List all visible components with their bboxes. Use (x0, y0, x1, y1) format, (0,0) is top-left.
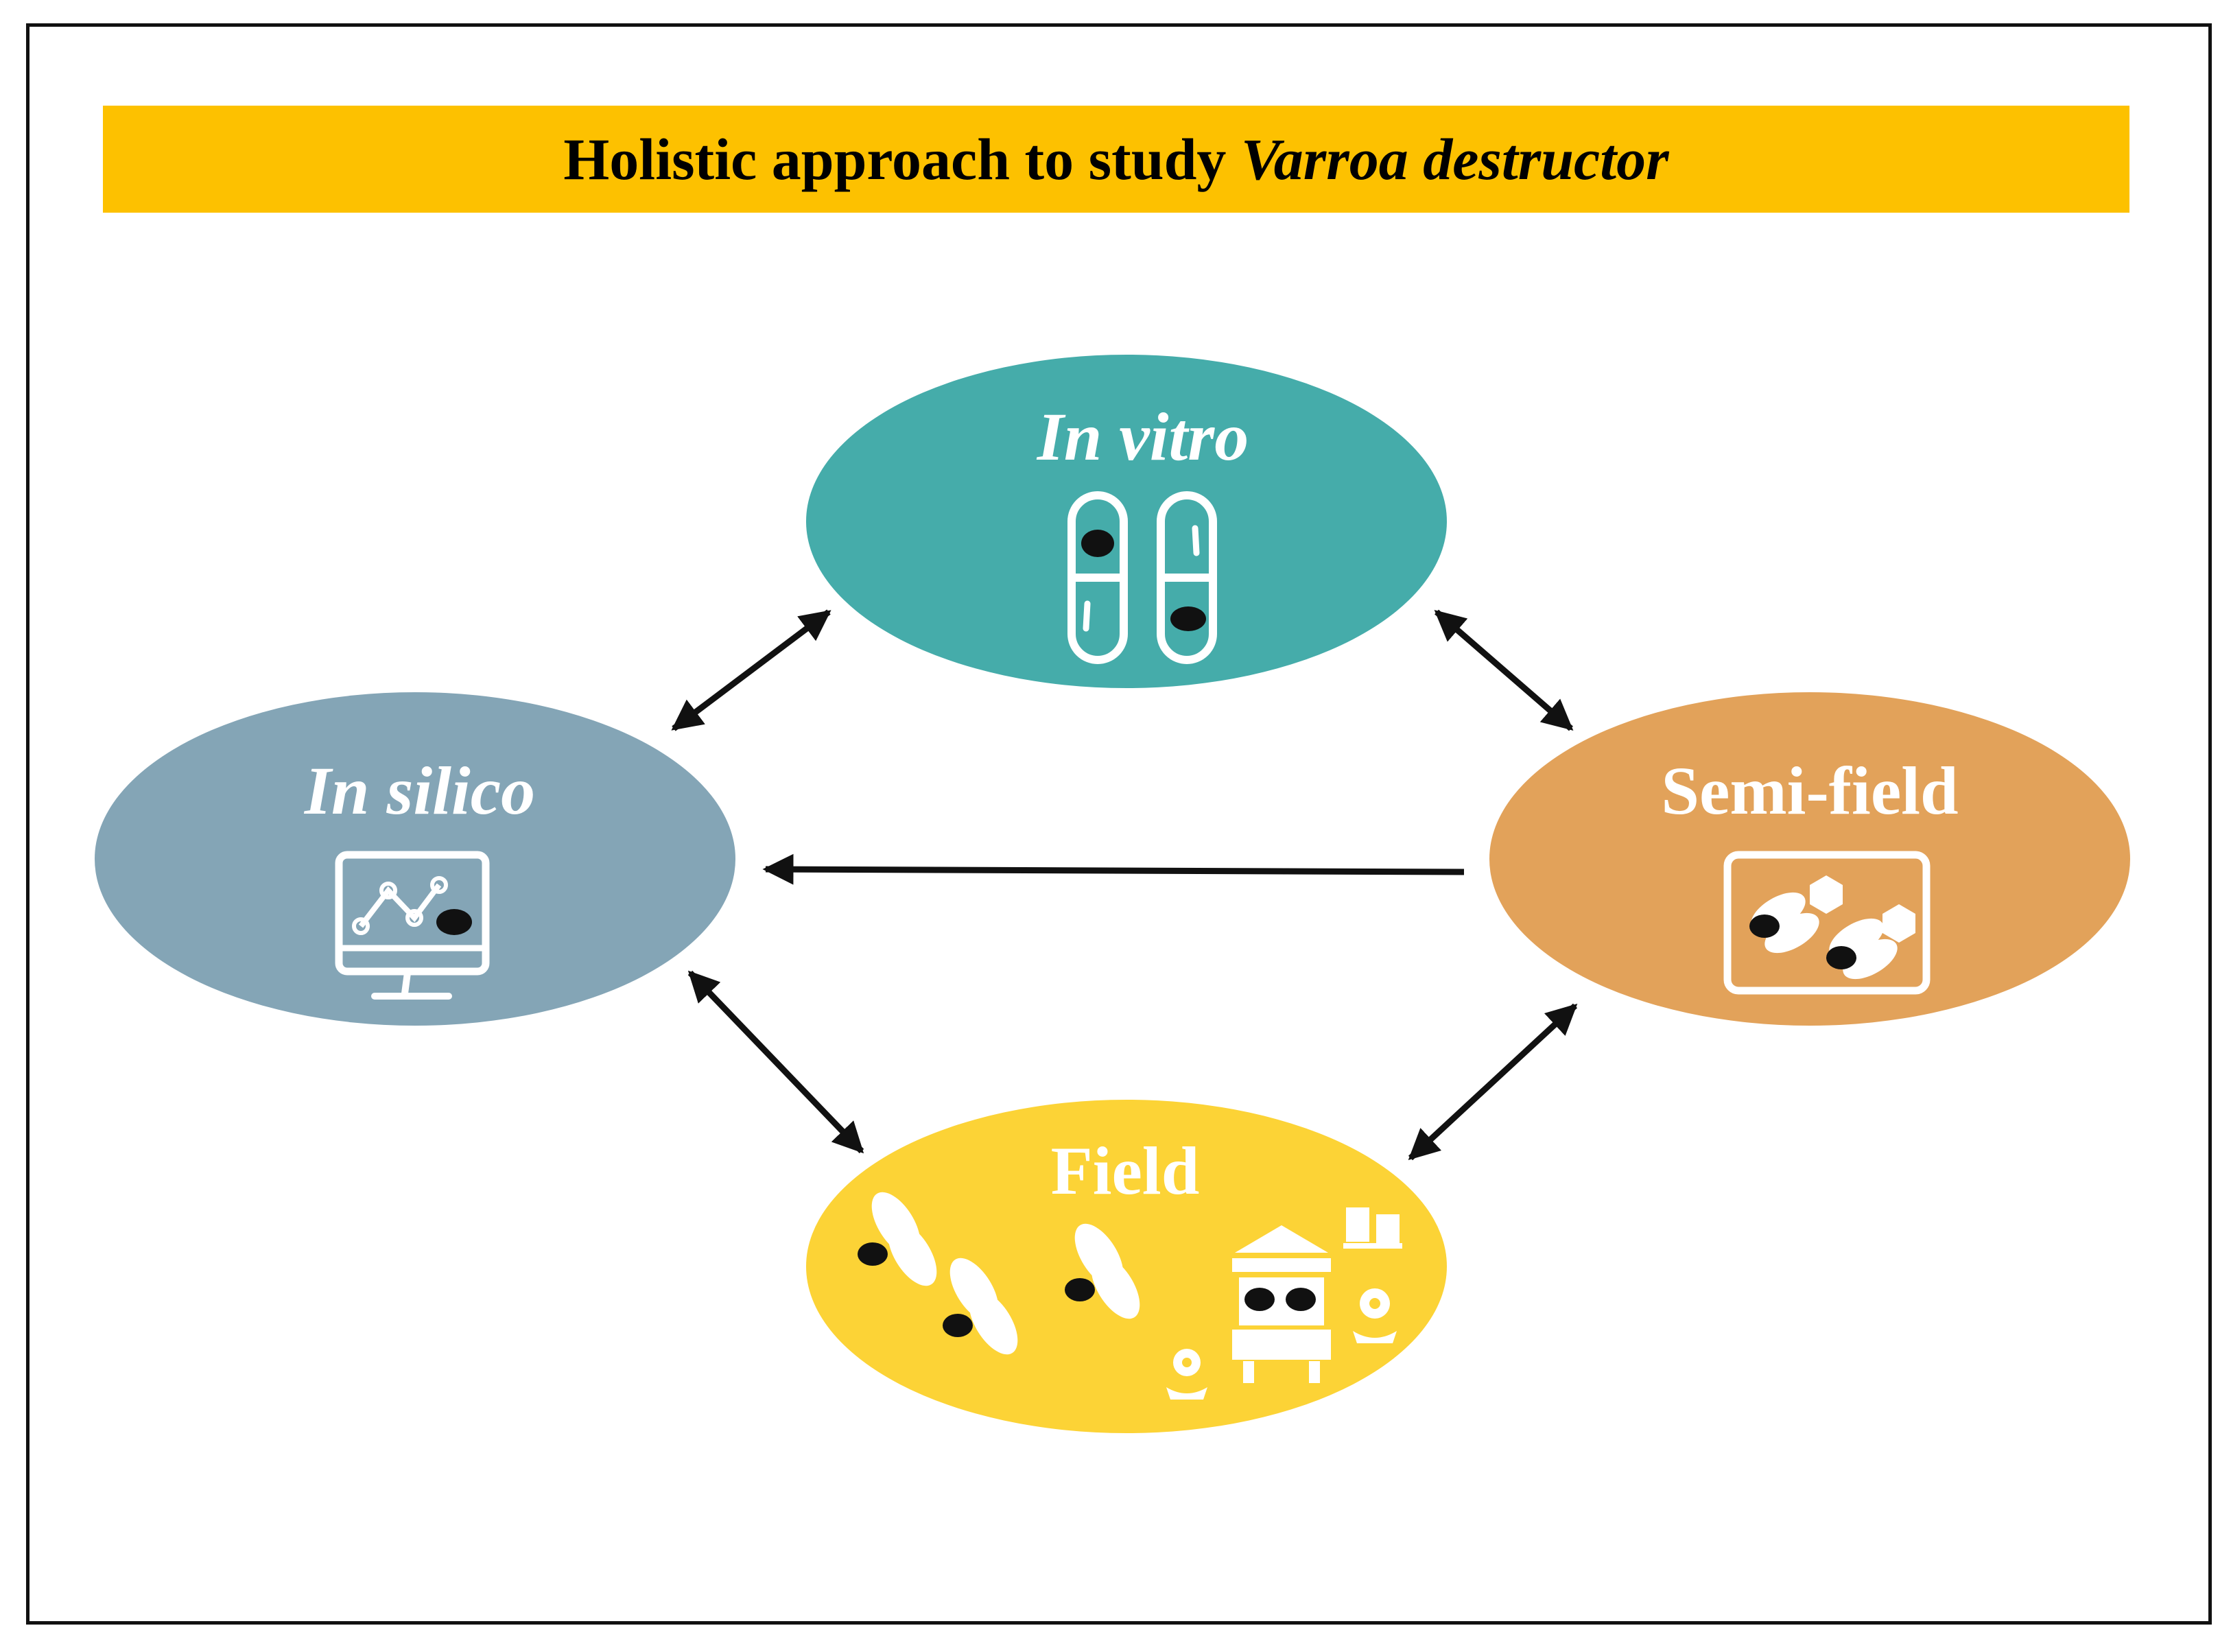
arrow-semifield-insilico (762, 853, 1465, 885)
arrows (671, 609, 1578, 1161)
title-prefix: Holistic approach to study (563, 126, 1241, 192)
mite-icon (1081, 530, 1114, 557)
arrow-invitro-semifield (1434, 609, 1574, 731)
flower-icon (1353, 1288, 1397, 1343)
test-tubes-with-mites-icon (1067, 491, 1217, 664)
beehive-icon (1232, 1225, 1331, 1383)
bee-icon (1065, 1223, 1140, 1319)
mite-icon (1170, 606, 1206, 631)
node-in-silico: In silico (95, 692, 735, 1026)
bees-beehive-flowers-icon (858, 1192, 1402, 1400)
node-field: Field (806, 1100, 1447, 1433)
flower-icon (1166, 1349, 1207, 1400)
arrow-insilico-field (687, 970, 864, 1154)
mite-icon (858, 1242, 888, 1266)
title-species: Varroa destructor (1240, 126, 1669, 192)
title-banner: Holistic approach to study Varroa destru… (103, 106, 2129, 213)
mite-icon (1826, 946, 1856, 969)
node-in-vitro: In vitro (806, 355, 1447, 688)
ellipse-semi-field (1489, 692, 2130, 1026)
arrow-insilico-invitro (671, 609, 831, 731)
bee-icon (943, 1258, 1018, 1355)
label-in-silico: In silico (304, 753, 535, 829)
mite-icon (1286, 1288, 1316, 1311)
arrow-field-semifield (1408, 1003, 1578, 1161)
caged-bees-with-mites-icon (1723, 851, 1931, 995)
small-beehives-icon (1343, 1207, 1402, 1249)
mite-icon (943, 1314, 973, 1337)
mite-icon (1065, 1278, 1095, 1301)
label-field: Field (1051, 1133, 1200, 1209)
label-semi-field: Semi-field (1661, 753, 1958, 829)
mite-icon (1749, 914, 1780, 938)
mite-icon (1244, 1288, 1275, 1311)
figure-title: Holistic approach to study Varroa destru… (563, 125, 1668, 193)
label-in-vitro: In vitro (1037, 399, 1249, 475)
bee-icon (858, 1192, 937, 1286)
mite-icon (436, 909, 472, 935)
ellipse-in-silico (95, 692, 735, 1026)
computer-chart-mite-icon (335, 851, 490, 1000)
node-semi-field: Semi-field (1489, 692, 2130, 1026)
